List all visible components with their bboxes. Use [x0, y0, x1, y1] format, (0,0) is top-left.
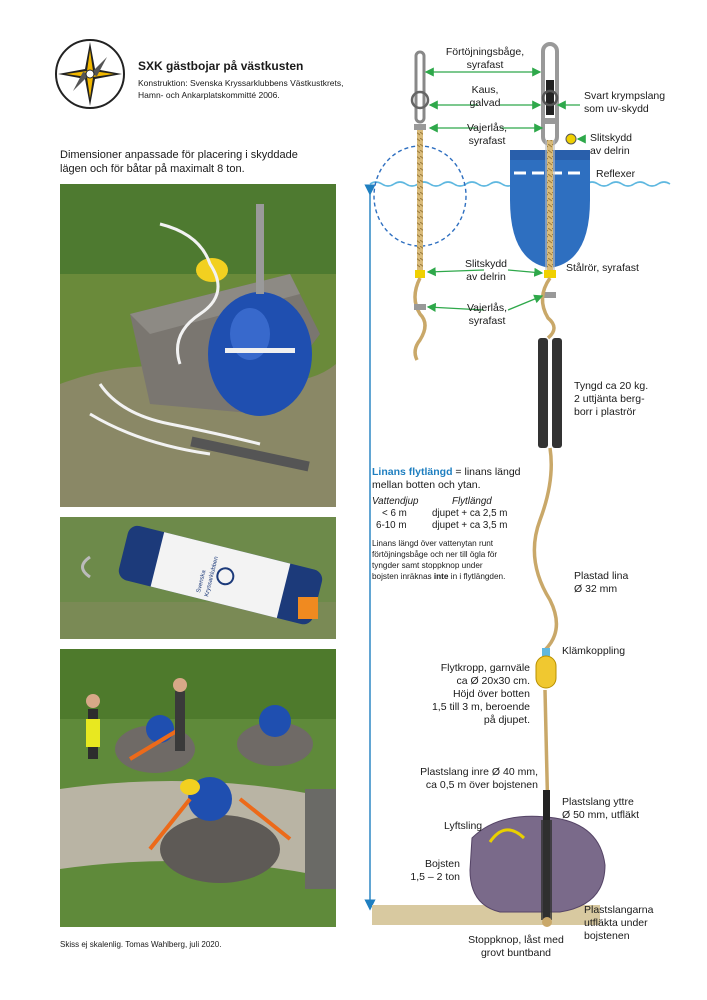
label-fortojningsbage: Förtöjningsbåge,syrafast: [445, 46, 525, 71]
subtitle-line-2: Hamn- och Ankarplatskommitté 2006.: [138, 90, 280, 100]
sxk-logo: [55, 39, 125, 109]
photo-workers-field: [60, 649, 336, 927]
page-title: SXK gästbojar på västkusten: [138, 59, 304, 73]
label-tyngd: Tyngd ca 20 kg.2 uttjänta berg-borr i pl…: [574, 380, 649, 418]
label-reflexer: Reflexer: [596, 168, 636, 180]
right-buoy-variant: [372, 42, 606, 927]
left-buoy-variant: [373, 50, 467, 361]
intro-line-2: lägen och för båtar på maximalt 8 ton.: [60, 163, 245, 175]
callout-arrows: [424, 67, 586, 312]
photo-buoy-on-rock: [60, 184, 336, 507]
float-brand-line-1: Svenska: [196, 569, 208, 593]
label-vajerlas-low: Vajerlås,syrafast: [466, 302, 508, 327]
intro-line-1: Dimensioner anpassade för placering i sk…: [60, 149, 298, 161]
flytlangd-definition: Linans flytlängd = linans längd mellan b…: [372, 466, 521, 491]
photo-float-closeup: Svenska Kryssarklubben: [60, 517, 336, 639]
label-kaus: Kaus,galvad: [469, 84, 501, 109]
label-lyftsling: Lyftsling: [444, 820, 483, 832]
figure-caption: Skiss ej skalenlig. Tomas Wahlberg, juli…: [60, 940, 222, 949]
label-plastslang-inre: Plastslang inre Ø 40 mm,ca 0,5 m över bo…: [420, 766, 538, 791]
label-klamkoppling: Klämkoppling: [562, 645, 626, 657]
label-vajerlas-top: Vajerlås,syrafast: [466, 122, 508, 147]
flytlangd-note: Linans längd över vattenytan runt förtöj…: [372, 539, 506, 581]
label-stalror: Stålrör, syrafast: [566, 262, 639, 274]
subtitle-line-1: Konstruktion: Svenska Kryssarklubbens Vä…: [138, 78, 344, 88]
label-flytkropp: Flytkropp, garnväle ca Ø 20x30 cm. Höjd …: [431, 662, 530, 726]
